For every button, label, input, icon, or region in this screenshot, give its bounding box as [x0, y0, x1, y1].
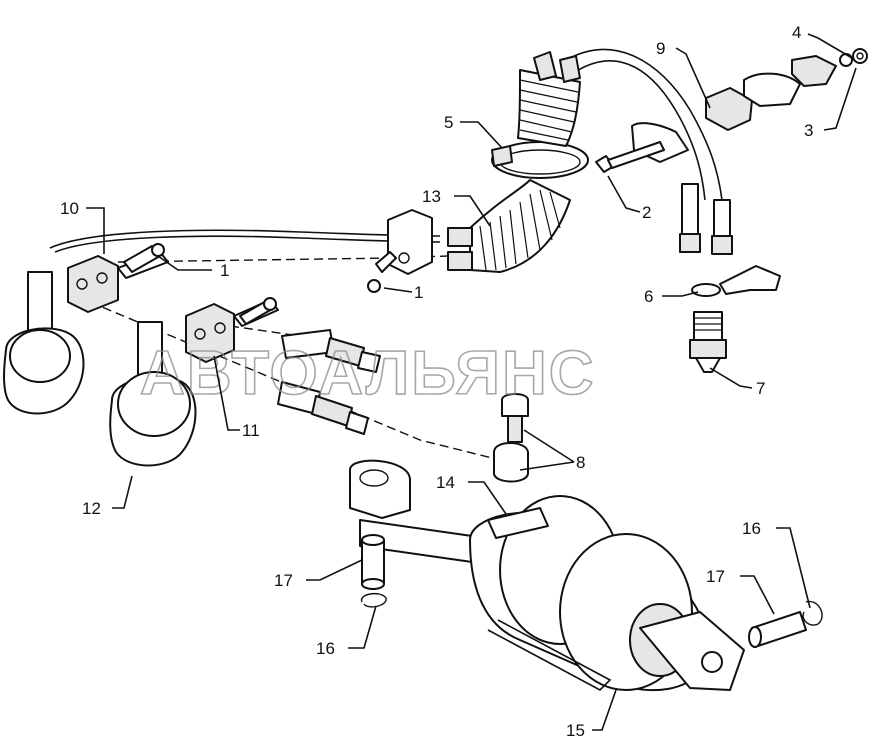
bolts-1 [123, 243, 397, 325]
callout-13: 13 [422, 187, 441, 206]
callout-11: 11 [242, 421, 260, 440]
callout-4: 4 [792, 23, 801, 42]
callout-10: 10 [60, 199, 79, 218]
callout-2: 2 [642, 203, 651, 222]
callout-6: 6 [644, 287, 653, 306]
callout-labels: 1 1 2 3 4 5 6 7 8 9 10 11 12 13 14 15 16… [60, 23, 813, 740]
pipe-fittings-right [679, 183, 733, 255]
callout-15: 15 [566, 721, 585, 740]
corrugated-hose-13 [387, 179, 571, 275]
callout-12: 12 [82, 499, 101, 518]
washer-cap-6 [691, 265, 781, 297]
callout-16-left: 16 [316, 639, 335, 658]
hose-clamp-5 [491, 141, 589, 179]
pin-17-left [361, 534, 385, 590]
clip-16-right [802, 600, 823, 626]
watermark-text: АВТОАЛЬЯНС [140, 339, 596, 408]
callout-1-upper: 1 [220, 261, 229, 280]
bolt-2 [595, 141, 665, 173]
callout-1-lower: 1 [414, 283, 423, 302]
callout-9: 9 [656, 39, 665, 58]
nut-washer-4-3 [839, 48, 868, 67]
hose-fittings-mid [277, 329, 381, 435]
callout-17-right: 17 [706, 567, 725, 586]
hydraulic-cylinder-15 [349, 459, 745, 692]
leader-lines [86, 33, 857, 731]
pin-17-right [748, 611, 807, 648]
banjo-union-8 [493, 393, 529, 483]
bushing-clamp-12 [3, 271, 197, 467]
callout-16-right: 16 [742, 519, 761, 538]
upper-hose [517, 51, 581, 147]
callout-5: 5 [444, 113, 453, 132]
callout-14: 14 [436, 473, 455, 492]
connector-7 [689, 311, 727, 373]
callout-8: 8 [576, 453, 585, 472]
callout-17-left: 17 [274, 571, 293, 590]
callout-7: 7 [756, 379, 765, 398]
clip-16-left [360, 592, 387, 608]
callout-3: 3 [804, 121, 813, 140]
